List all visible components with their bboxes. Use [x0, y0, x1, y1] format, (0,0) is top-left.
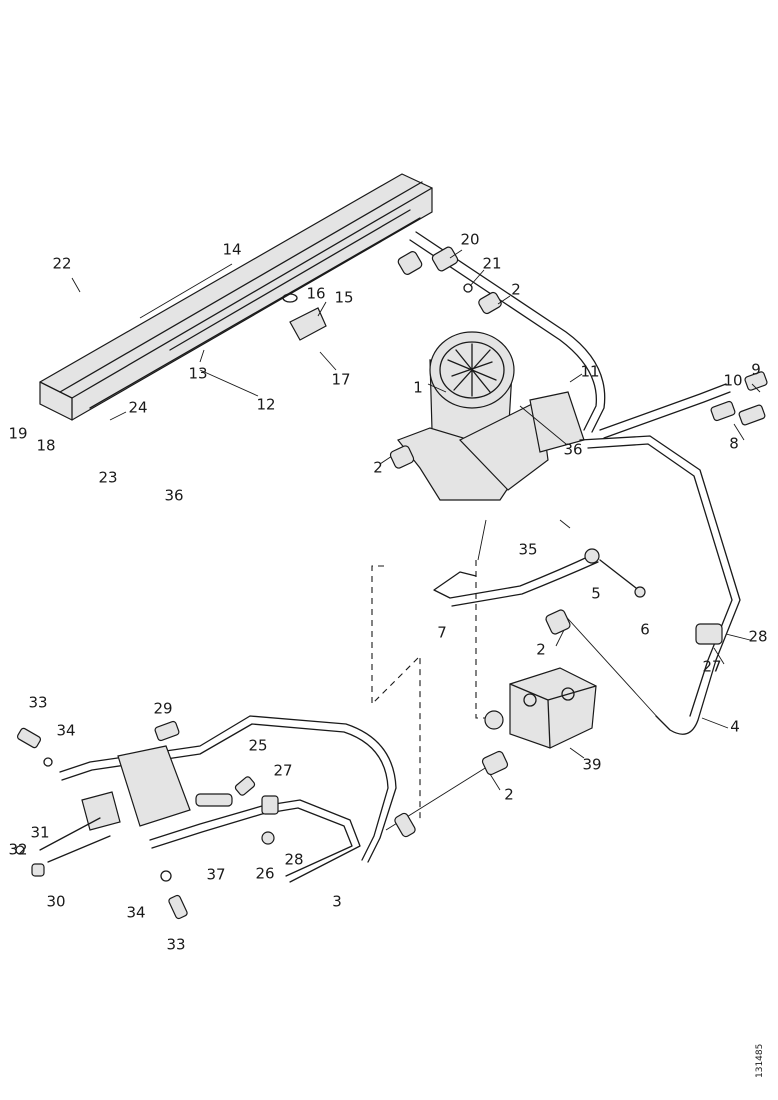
callout-label: 12 [256, 396, 275, 414]
callout-label: 2 [536, 641, 546, 659]
callout-label: 36 [563, 441, 582, 459]
callout-label: 26 [255, 865, 274, 883]
clamp-part-5 [584, 548, 646, 598]
figure-id: 131485 [755, 1044, 765, 1078]
fitting-part-2-lower [389, 445, 571, 776]
leader-lines [71, 249, 761, 791]
callout-label: 17 [331, 371, 350, 389]
callout-label: 21 [482, 255, 501, 273]
callout-label: 22 [52, 255, 71, 273]
pipe-part-4 [579, 435, 741, 735]
callout-label: 14 [222, 241, 241, 259]
callout-label: 27 [273, 762, 292, 780]
callout-label: 29 [153, 700, 172, 718]
callout-label: 4 [730, 718, 740, 736]
callout-label: 31 [30, 824, 49, 842]
callout-label: 23 [98, 469, 117, 487]
callout-label: 2 [504, 786, 514, 804]
callout-label: 8 [729, 435, 739, 453]
callout-label: 37 [206, 866, 225, 884]
callout-label: 2 [373, 459, 383, 477]
callout-label: 35 [518, 541, 537, 559]
callout-label: 27 [702, 658, 721, 676]
callout-label: 39 [582, 756, 601, 774]
callout-label: 11 [580, 363, 599, 381]
compressor-part-1 [397, 331, 585, 501]
callout-label: 13 [188, 365, 207, 383]
callout-label: 3 [332, 893, 342, 911]
callout-label: 32 [8, 841, 27, 859]
callout-label: 6 [640, 621, 650, 639]
callout-label: 33 [28, 694, 47, 712]
callout-label: 9 [751, 361, 761, 379]
bracket-part-31 [39, 745, 191, 863]
callout-label: 28 [748, 628, 767, 646]
callout-label: 34 [126, 904, 145, 922]
callout-label: 2 [511, 281, 521, 299]
bracket-part-15 [282, 293, 327, 341]
callout-label: 25 [248, 737, 267, 755]
callout-label: 15 [334, 289, 353, 307]
pipe-part-11 [409, 231, 606, 433]
callout-label: 28 [284, 851, 303, 869]
callout-label: 34 [56, 722, 75, 740]
callout-label: 30 [46, 893, 65, 911]
callout-label: 20 [460, 231, 479, 249]
callout-label: 18 [36, 437, 55, 455]
pipe-part-8 [599, 371, 768, 439]
callout-label: 19 [8, 425, 27, 443]
callout-label: 33 [166, 936, 185, 954]
lower-small-parts [15, 720, 416, 920]
callout-label: 1 [413, 379, 423, 397]
callout-label: 36 [164, 487, 183, 505]
callout-label: 16 [306, 285, 325, 303]
valve-part-39 [484, 667, 597, 749]
callout-label: 10 [723, 372, 742, 390]
callout-label: 24 [128, 399, 147, 417]
fittings-top [397, 246, 502, 315]
crossmember-rail [39, 173, 433, 421]
pipe-part-7 [433, 553, 599, 607]
pipe-part-37 [59, 715, 397, 883]
callout-label: 5 [591, 585, 601, 603]
callout-label: 7 [437, 624, 447, 642]
